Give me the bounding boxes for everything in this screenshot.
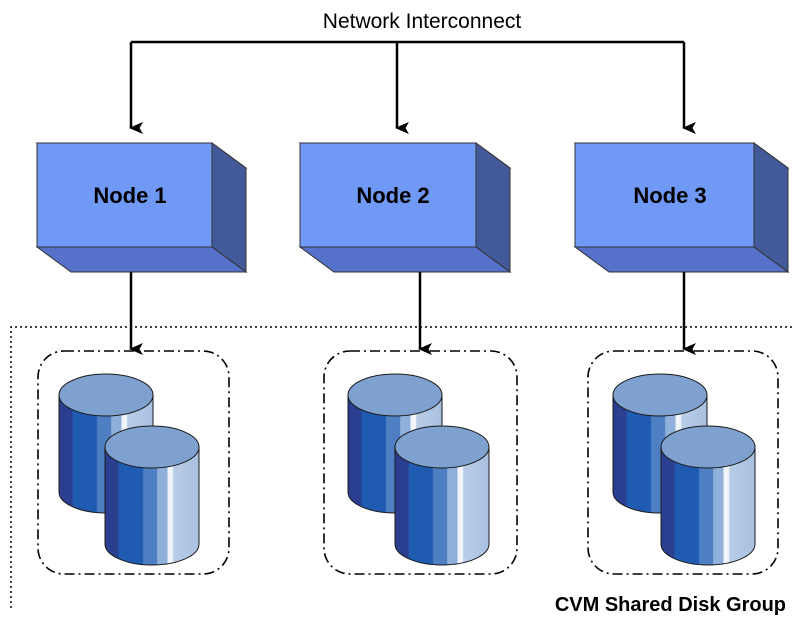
- disk-1-front: [104, 425, 200, 566]
- disk-2-back-top: [347, 373, 443, 417]
- disk-container-3: [587, 350, 779, 575]
- disk-stacks: [58, 373, 756, 566]
- disk-1-back-top: [58, 373, 154, 417]
- node-3-bottom-face: [573, 246, 790, 273]
- disk-2-front-body: [394, 446, 490, 566]
- disk-3-front: [660, 425, 756, 566]
- network-interconnect: Network Interconnect: [129, 10, 696, 134]
- network-interconnect-label: Network Interconnect: [323, 10, 522, 33]
- disk-3-back-top: [612, 373, 708, 417]
- node-3-front-face: [574, 142, 755, 248]
- disk-group-boundary: [10, 326, 795, 608]
- node-disk-links: [129, 272, 696, 355]
- node-1-label: Node 1: [93, 183, 166, 208]
- node-2: Node 2: [298, 142, 512, 273]
- disk-3-front-top: [660, 425, 756, 469]
- node-3-label: Node 3: [633, 183, 706, 208]
- disk-3-front-body: [660, 446, 756, 566]
- node-2-bottom-face: [298, 246, 512, 273]
- disk-container-1: [37, 350, 230, 575]
- disk-1-front-body: [104, 446, 200, 566]
- disk-container-2: [323, 350, 518, 575]
- node-3: Node 3: [573, 142, 790, 273]
- node-2-label: Node 2: [356, 183, 429, 208]
- node-1: Node 1: [35, 142, 248, 273]
- node-2-front-face: [299, 142, 477, 248]
- disk-2-front-top: [394, 425, 490, 469]
- disk-group-label: CVM Shared Disk Group: [555, 594, 786, 616]
- node-1-bottom-face: [35, 246, 248, 273]
- disk-2-front: [394, 425, 490, 566]
- disk-1-front-top: [104, 425, 200, 469]
